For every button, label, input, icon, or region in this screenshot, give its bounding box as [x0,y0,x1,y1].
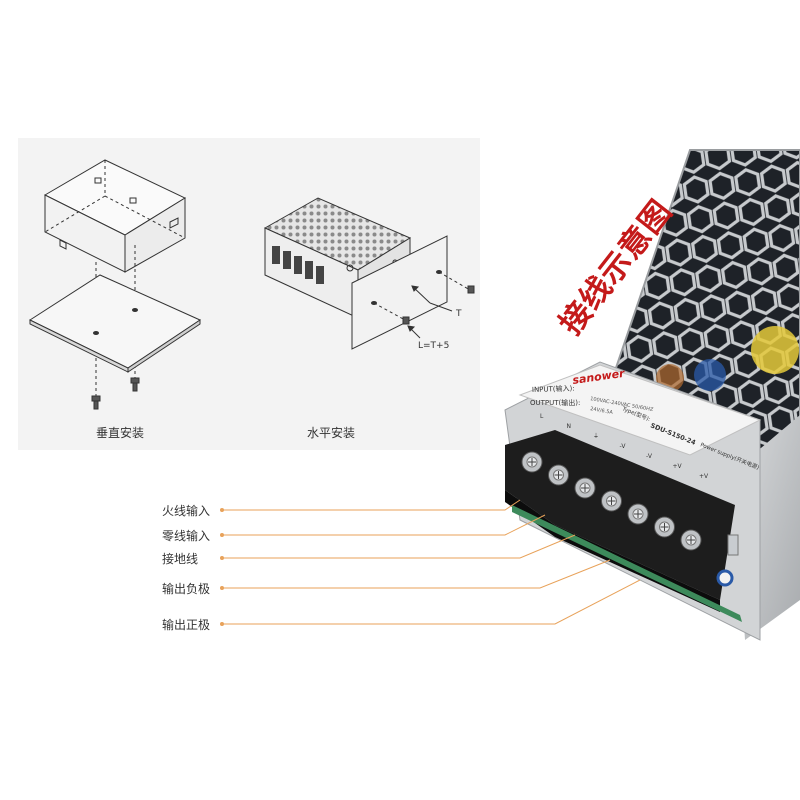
terminal-label: ⏚ [593,433,599,440]
terminal-labels: L N ⏚ -V -V +V +V [540,413,709,480]
ground-wire-label: 接地线 [162,552,199,566]
terminal-label: L [540,413,544,420]
vertical-install-drawing [28,159,202,410]
vertical-install-caption: 垂直安装 [96,426,145,440]
terminal-label: -V [620,443,627,450]
output-label: OUTPUT(输出): [530,398,580,407]
terminal-screw [601,490,622,512]
terminal-label: -V [646,453,653,460]
output-value: 24V/6.5A [590,406,614,416]
live-input-label: 火线输入 [162,504,211,518]
horizontal-install-caption: 水平安装 [307,426,356,440]
screw-formula-label: L=T+5 [418,341,449,351]
terminal-screw [627,503,649,525]
terminal-label: N [567,423,572,430]
leader-lines [222,499,641,625]
input-label: INPUT(输入): [532,384,575,394]
terminal-screw [548,464,569,486]
terminal-screw [654,516,675,538]
terminal-screw [680,529,702,551]
output-negative-label: 输出负极 [162,582,211,596]
horizontal-install-drawing [263,197,475,350]
terminal-screw [574,477,596,499]
power-supply-unit [504,149,800,641]
terminal-label: +V [673,463,683,470]
terminal-label: +V [699,473,709,480]
terminal-screws [521,451,702,551]
neutral-input-label: 零线输入 [162,529,211,543]
terminal-screw [521,451,543,473]
output-positive-label: 输出正极 [162,618,211,632]
screw-length-label: T [455,309,462,319]
